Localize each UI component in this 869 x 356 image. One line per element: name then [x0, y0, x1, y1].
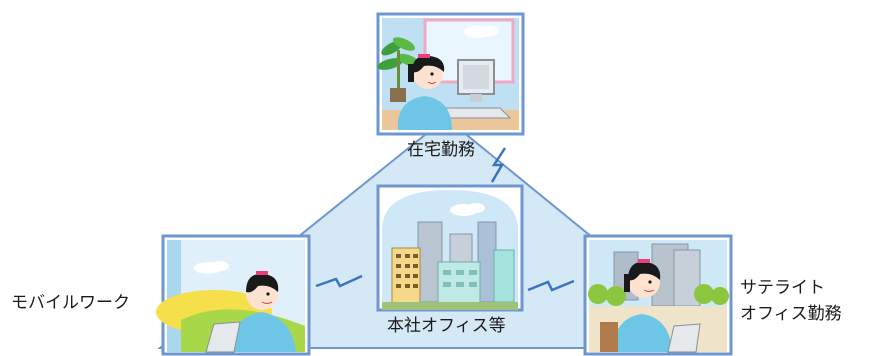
mobile-work-label: モバイルワーク: [11, 293, 130, 313]
satellite-label-line1: サテライト: [740, 278, 825, 298]
satellite-label-line2: オフィス勤務: [740, 304, 842, 324]
lightning-icon: [490, 147, 507, 183]
cloud-icon: [464, 26, 499, 38]
woman-at-computer-icon: [205, 271, 296, 353]
woman-at-computer-icon: [600, 259, 701, 353]
cloud-icon: [450, 203, 485, 216]
tree-icon: [588, 284, 729, 306]
headquarters-panel: [376, 184, 524, 312]
city-buildings-icon: [382, 221, 518, 310]
cloud-icon: [194, 261, 229, 274]
woman-at-computer-icon: [397, 54, 452, 130]
satellite-office-panel: [583, 234, 733, 356]
home-work-panel: [376, 12, 525, 136]
home-work-label: 在宅勤務: [407, 140, 475, 160]
computer-monitor-icon: [438, 59, 512, 119]
mobile-work-panel: [156, 234, 311, 356]
lightning-icon: [527, 279, 575, 292]
headquarters-label: 本社オフィス等: [387, 316, 506, 336]
lightning-icon: [315, 274, 363, 288]
